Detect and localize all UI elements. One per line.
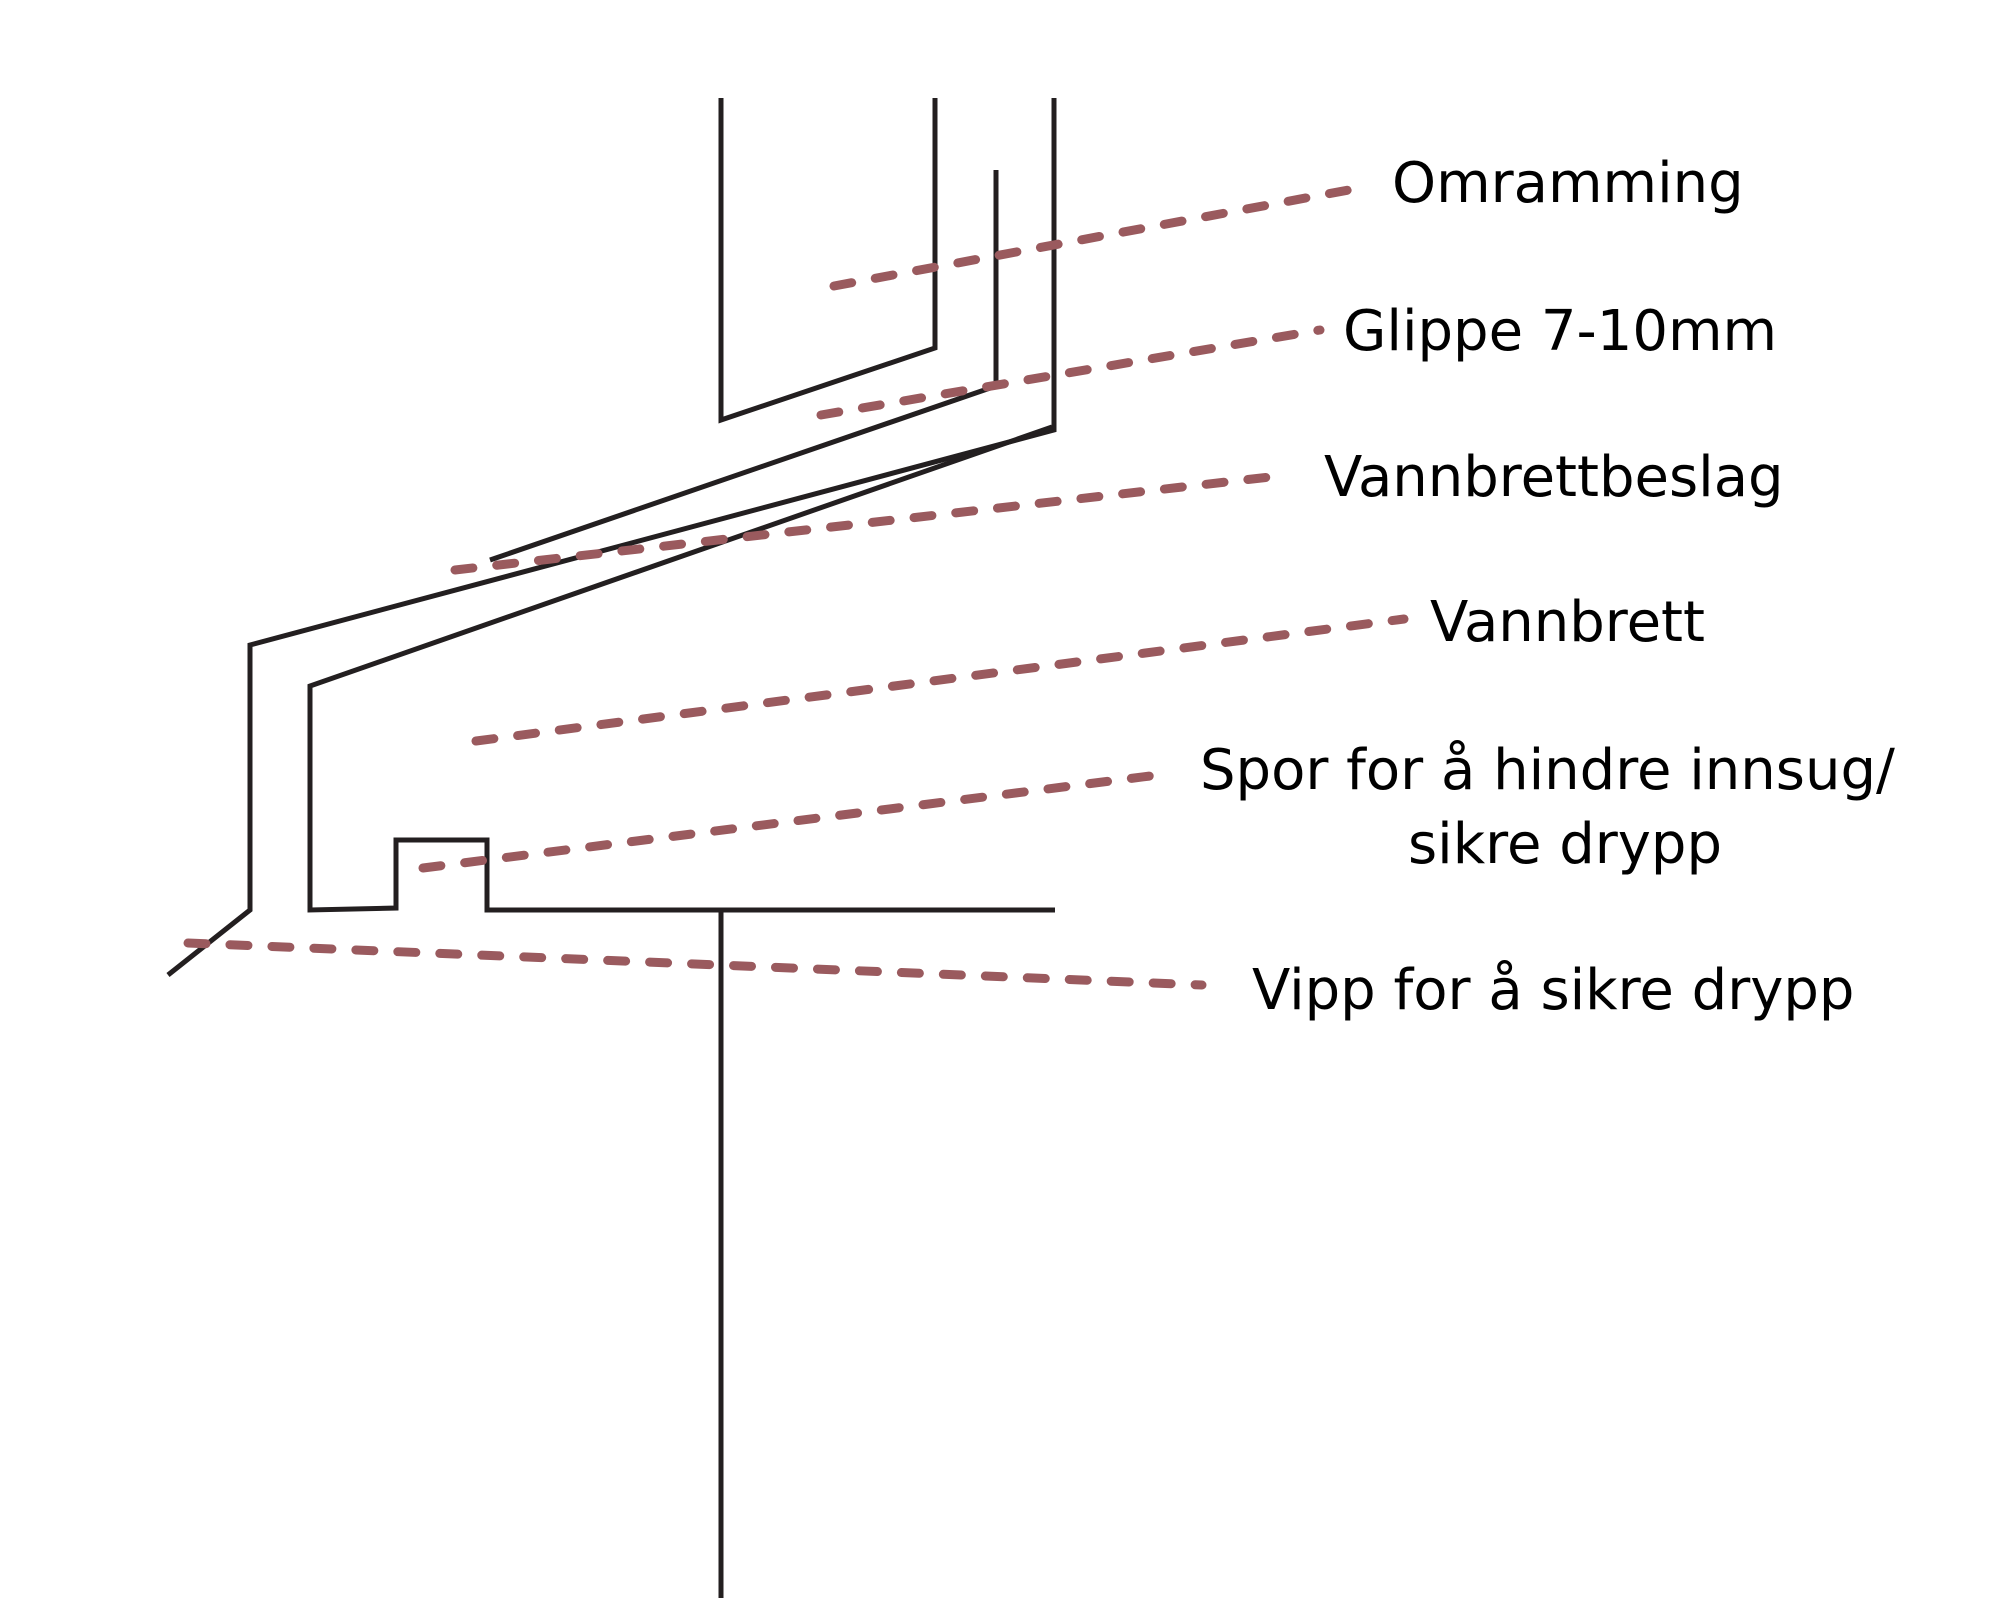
leader-vannbrettbeslag bbox=[450, 472, 1275, 575]
frame-casing-outline bbox=[718, 98, 938, 424]
leader-glippe bbox=[816, 325, 1325, 420]
gap-line bbox=[489, 383, 997, 563]
sill-flashing-outline bbox=[166, 98, 1057, 977]
label-vipp: Vipp for å sikre drypp bbox=[1252, 958, 1854, 1023]
label-glippe: Glippe 7-10mm bbox=[1343, 299, 1777, 364]
label-vannbrettbeslag: Vannbrettbeslag bbox=[1324, 445, 1784, 510]
leader-spor bbox=[418, 771, 1155, 873]
leader-omramming bbox=[829, 181, 1375, 291]
label-omramming: Omramming bbox=[1392, 151, 1744, 216]
leader-vannbrett bbox=[471, 614, 1409, 746]
window-sill-outline bbox=[307, 424, 1055, 913]
leader-vipp bbox=[183, 938, 1207, 990]
label-spor-line1: Spor for å hindre innsug/ bbox=[1200, 738, 1895, 803]
label-vannbrett: Vannbrett bbox=[1430, 590, 1705, 655]
label-spor-line2: sikre drypp bbox=[1408, 812, 1722, 877]
